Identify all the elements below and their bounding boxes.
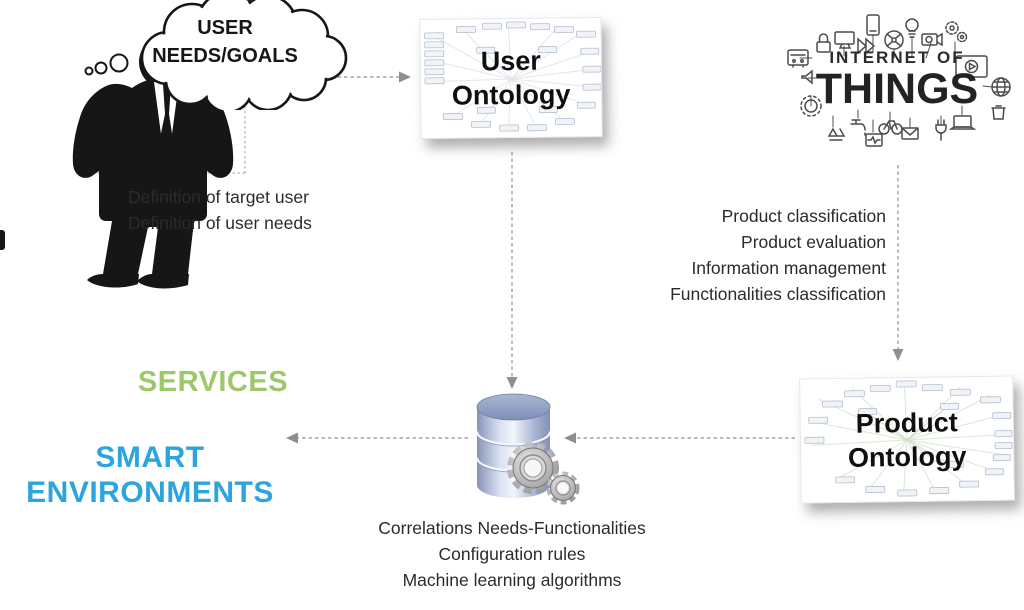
- note-line: Product evaluation: [741, 232, 886, 252]
- gears-icon: [945, 21, 968, 43]
- monitor-icon: [834, 31, 855, 49]
- iot-logo: INTERNET OF THINGS: [778, 8, 1016, 158]
- sun-gear-icon: [800, 95, 822, 117]
- note-line: Definition of target user: [128, 187, 309, 207]
- iot-title-line1: INTERNET OF: [829, 48, 965, 67]
- arrowhead-right: [399, 71, 411, 83]
- fast-forward-icon: [857, 37, 876, 55]
- product-ontology-title: Product Ontology: [847, 405, 967, 475]
- iot-icons: [787, 14, 1011, 147]
- tram-icon: [787, 49, 809, 68]
- note-line: Machine learning algorithms: [402, 570, 622, 590]
- person-shoe-left: [87, 274, 139, 288]
- user-ontology-box: User Ontology: [419, 17, 603, 139]
- user-ontology-mindmap: [424, 21, 602, 132]
- recycle-icon: [827, 127, 846, 141]
- thought-cloud: [84, 0, 348, 110]
- product-tasks-note: Product classification Product evaluatio…: [586, 203, 886, 307]
- user-ontology-line1: User: [480, 45, 541, 77]
- note-line: Information management: [691, 258, 886, 278]
- cloud-line1: USER: [197, 17, 253, 39]
- note-line: Definition of user needs: [128, 213, 312, 233]
- user-ontology-title: User Ontology: [451, 43, 571, 112]
- thought-bubble-large: [109, 53, 129, 73]
- arrowhead-left: [286, 432, 298, 444]
- gear-large: [507, 442, 559, 494]
- smart-environments-label: SMART ENVIRONMENTS: [2, 440, 298, 510]
- video-player-icon: [955, 55, 988, 78]
- network-globe-icon: [884, 30, 904, 50]
- smartphone-icon: [866, 14, 880, 36]
- envelope-icon: [901, 127, 919, 140]
- product-ontology-box: Product Ontology: [799, 375, 1015, 504]
- faucet-icon: [850, 119, 866, 136]
- person-tie: [160, 84, 173, 154]
- note-line: Correlations Needs-Functionalities: [378, 518, 646, 538]
- person-shoe-right: [137, 274, 189, 289]
- services-label: SERVICES: [137, 366, 289, 398]
- arrowhead-down: [506, 377, 518, 389]
- iot-title-line2: THINGS: [815, 65, 979, 113]
- product-ontology-line2: Ontology: [847, 440, 967, 473]
- trash-icon: [991, 105, 1006, 120]
- note-line: Product classification: [721, 206, 886, 226]
- gear-small: [546, 471, 580, 505]
- user-definition-note: Definition of target user Definition of …: [128, 184, 358, 236]
- thought-bubble-medium: [94, 61, 108, 75]
- camera-icon: [921, 32, 943, 47]
- monitor-chart-icon: [865, 133, 883, 147]
- speaker-icon: [801, 69, 813, 85]
- product-ontology-mindmap: [804, 380, 1013, 497]
- arrowhead-left: [564, 432, 576, 444]
- user-ontology-line2: Ontology: [451, 79, 571, 111]
- lightbulb-icon: [905, 18, 919, 38]
- smart-line1: SMART: [95, 441, 205, 474]
- cloud-line2: NEEDS/GOALS: [152, 45, 298, 67]
- database-graphic: [475, 393, 580, 505]
- arrowhead-down: [892, 349, 904, 361]
- left-edge-crop-artifact: [0, 230, 5, 250]
- plug-icon: [935, 119, 947, 141]
- thought-cloud-text: USER NEEDS/GOALS: [105, 14, 345, 70]
- note-line: Functionalities classification: [670, 284, 886, 304]
- database-functions-note: Correlations Needs-Functionalities Confi…: [332, 515, 692, 593]
- globe-icon: [991, 77, 1011, 97]
- bicycle-icon: [878, 120, 903, 135]
- laptop-icon: [948, 115, 977, 130]
- person-suit: [72, 77, 234, 274]
- lock-icon: [816, 33, 831, 53]
- thought-bubble-small: [84, 66, 94, 76]
- note-line: Configuration rules: [438, 544, 586, 564]
- smart-line2: ENVIRONMENTS: [26, 476, 274, 509]
- product-ontology-line1: Product: [855, 406, 958, 439]
